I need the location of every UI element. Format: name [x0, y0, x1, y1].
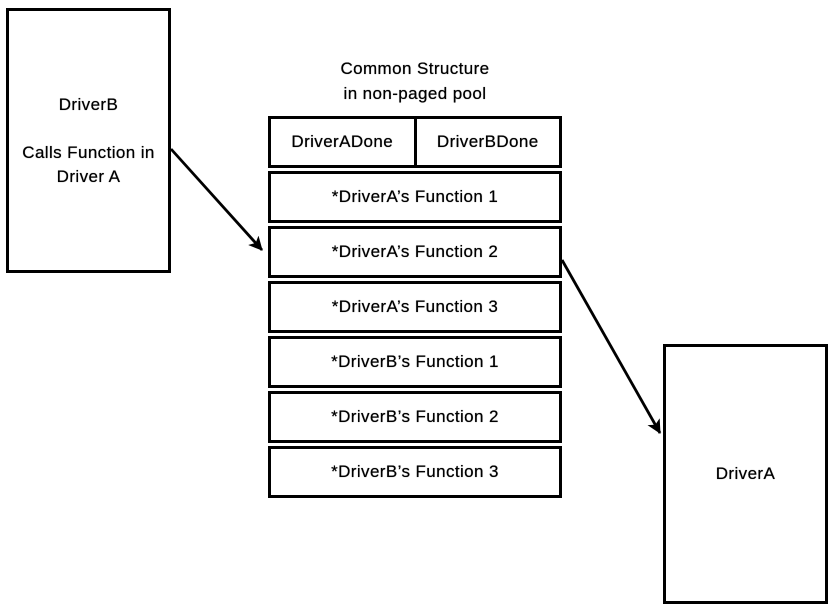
structure-row-drivera-fn3: *DriverA’s Function 3 — [268, 281, 562, 333]
structure-row-drivera-fn2: *DriverA’s Function 2 — [268, 226, 562, 278]
driverb-caption-line2: Driver A — [56, 166, 121, 186]
structure-row-driverb-fn3: *DriverB’s Function 3 — [268, 446, 562, 498]
structure-row-driverb-fn1: *DriverB’s Function 1 — [268, 336, 562, 388]
blank-line — [22, 117, 154, 141]
header-cell-driverbdone: DriverBDone — [436, 132, 539, 151]
structure-row-driverb-fn2: *DriverB’s Function 2 — [268, 391, 562, 443]
driverb-label: DriverB — [58, 94, 119, 114]
structure-title-line2: in non-paged pool — [343, 84, 487, 103]
structure-row-drivera-fn1: *DriverA’s Function 1 — [268, 171, 562, 223]
driverb-box-text: DriverB Calls Function in Driver A — [22, 93, 154, 189]
drivera-label: DriverA — [715, 464, 776, 483]
driverb-caption-line1: Calls Function in — [22, 142, 155, 162]
arrow-structure-to-drivera — [560, 259, 662, 434]
drivera-box: DriverA — [663, 344, 828, 604]
structure-title-line1: Common Structure — [340, 59, 490, 78]
common-structure-table: DriverADone DriverBDone *DriverA’s Funct… — [268, 116, 562, 498]
header-cell-driveradone: DriverADone — [271, 119, 417, 165]
structure-title: Common Structure in non-paged pool — [290, 56, 540, 106]
driverb-box: DriverB Calls Function in Driver A — [6, 8, 171, 273]
arrow-driverb-to-structure — [169, 148, 264, 251]
structure-header-row: DriverADone DriverBDone — [268, 116, 562, 168]
